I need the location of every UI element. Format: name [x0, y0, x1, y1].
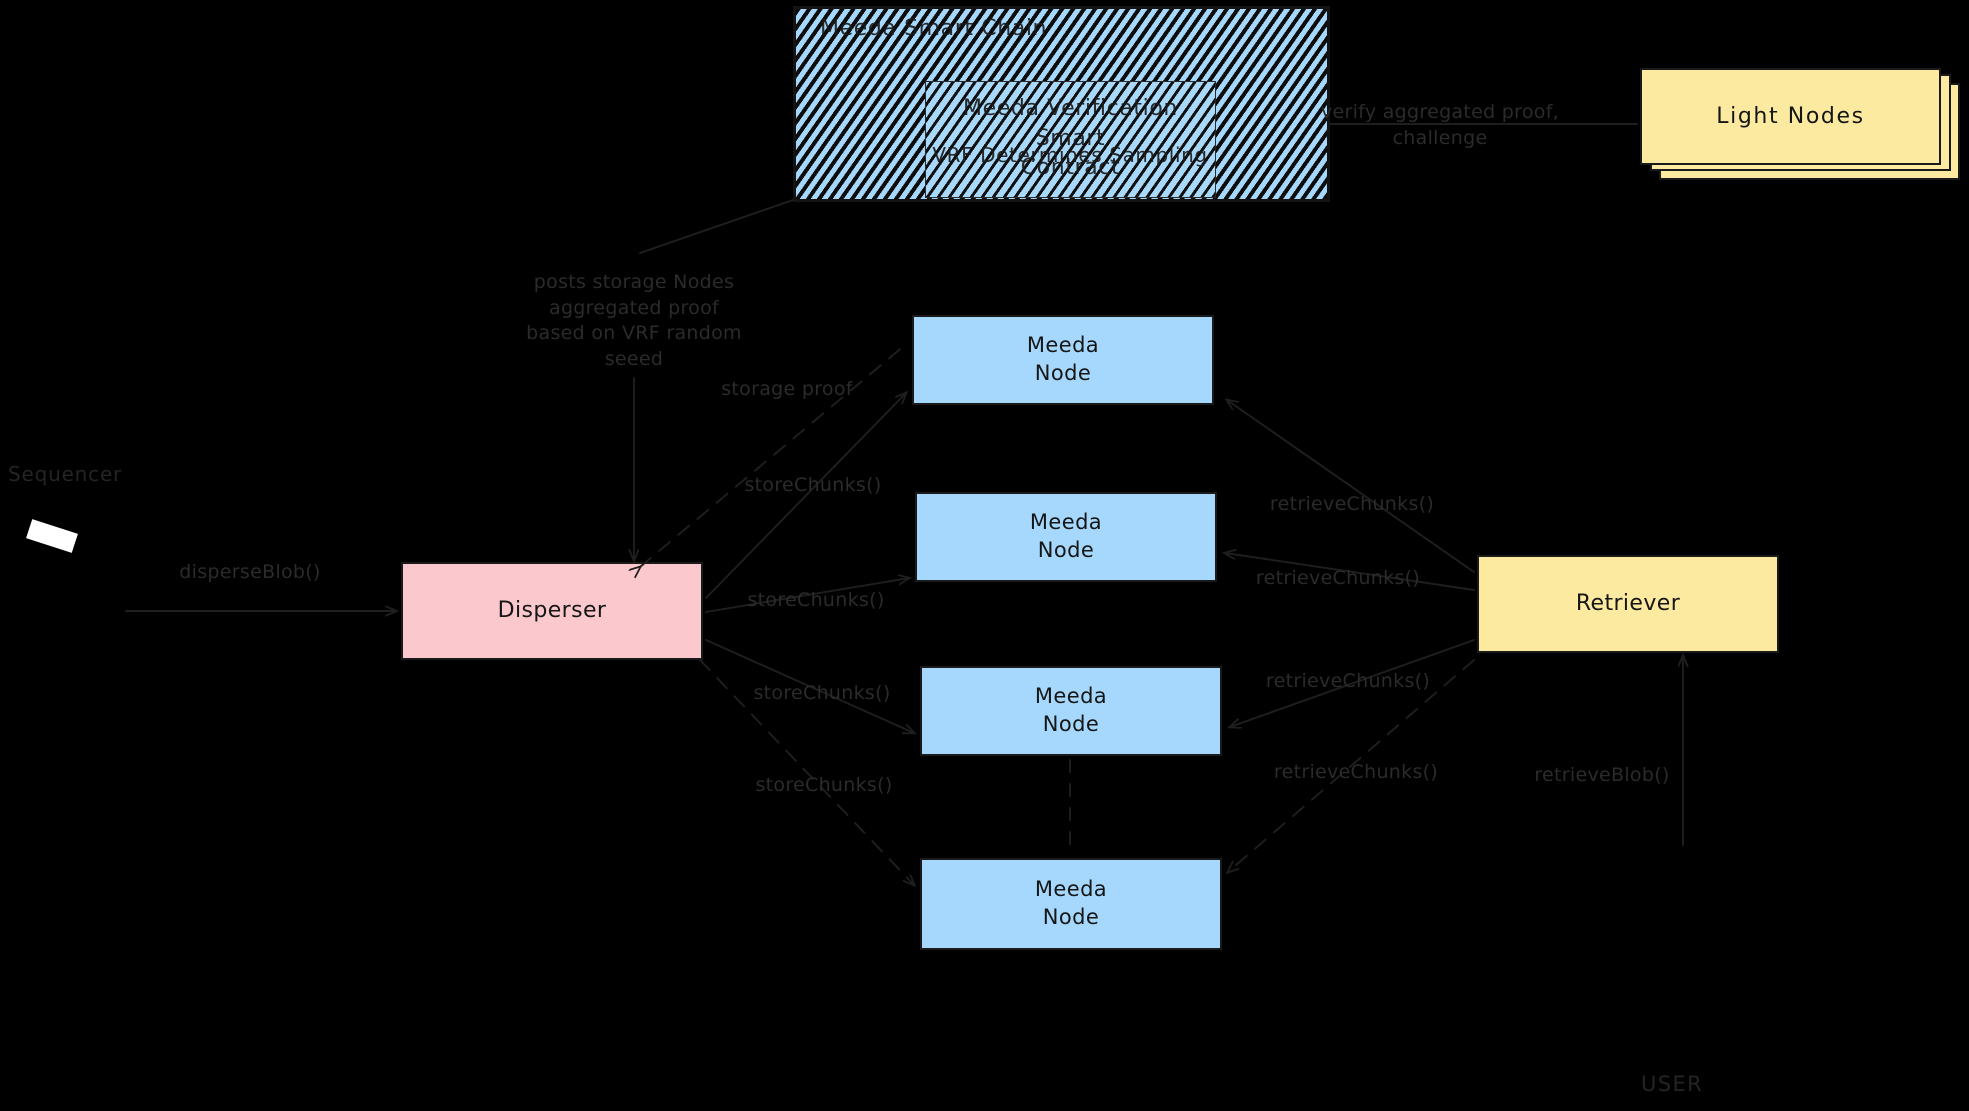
edge-label-posts-proof: posts storage Nodes aggregated proof bas…	[526, 271, 742, 370]
edge-label-retrieve-chunks-4: retrieveChunks()	[1273, 761, 1439, 783]
edge-label-store-chunks-3: storeChunks()	[753, 682, 891, 704]
edge-label-disperse-blob: disperseBlob()	[179, 561, 321, 583]
sequencer-icon	[26, 519, 78, 553]
edge-label-retrieve-chunks-2: retrieveChunks()	[1255, 567, 1421, 589]
edge-label-storage-proof: storage proof	[721, 378, 853, 400]
meeda-node-3[interactable]: Meeda Node	[920, 666, 1222, 756]
edge-label-retrieve-chunks-1: retrieveChunks()	[1269, 493, 1435, 515]
verification-contract-label: Meeda Verification Smart Contract	[963, 96, 1178, 181]
meeda-node-4[interactable]: Meeda Node	[920, 858, 1222, 950]
edge-label-store-chunks-1: storeChunks()	[744, 474, 882, 496]
user-label: USER	[1641, 1072, 1704, 1096]
edge-label-store-chunks-2: storeChunks()	[747, 589, 885, 611]
vrf-sampling-label: VRF Determines Sampling	[932, 143, 1208, 167]
light-nodes-box[interactable]: Light Nodes	[1640, 68, 1941, 165]
sequencer-label: Sequencer	[8, 462, 123, 486]
chain-title: Meeda Smart Chain	[820, 16, 1048, 41]
edge-label-verify-challenge: verify aggregated proof, challenge	[1320, 101, 1560, 149]
meeda-node-1[interactable]: Meeda Node	[912, 315, 1214, 405]
meeda-verification-contract-box	[925, 81, 1216, 198]
edge-label-retrieve-chunks-3: retrieveChunks()	[1265, 670, 1431, 692]
retriever-box[interactable]: Retriever	[1477, 555, 1779, 653]
meeda-node-2[interactable]: Meeda Node	[915, 492, 1217, 582]
edge-label-retrieve-blob: retrieveBlob()	[1534, 764, 1670, 786]
edge-label-store-chunks-4: storeChunks()	[755, 774, 893, 796]
disperser-box[interactable]: Disperser	[401, 562, 703, 660]
